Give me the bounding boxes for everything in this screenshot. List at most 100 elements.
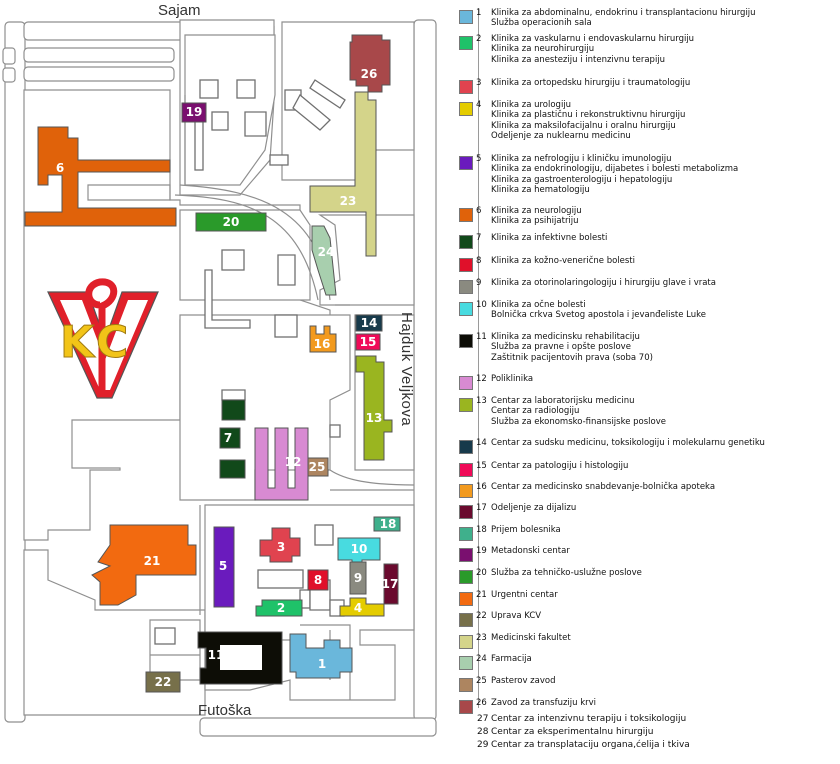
legend-line: Klinika za hematologiju — [491, 184, 590, 195]
legend-swatch-20 — [459, 570, 473, 584]
building-label-24: 24 — [318, 245, 335, 259]
legend-swatch-14 — [459, 440, 473, 454]
legend-line: Poliklinika — [491, 374, 534, 384]
legend-number: 21 — [476, 590, 487, 600]
legend-swatch-3 — [459, 80, 473, 94]
legend-swatch-17 — [459, 505, 473, 519]
street-label-hajduk-veljkova: Hajduk Veljkova — [398, 312, 415, 427]
legend-number: 12 — [476, 374, 487, 384]
legend-line: Medicinski fakultet — [491, 633, 571, 643]
building-label-7: 7 — [224, 431, 232, 445]
building-label-3: 3 — [277, 540, 285, 554]
building-25 — [307, 457, 329, 477]
building-7 — [219, 399, 246, 479]
legend-line: Zaštitnik pacijentovih prava (soba 70) — [491, 352, 653, 363]
legend-line: Klinika za vaskularnu i endovaskularnu h… — [491, 34, 695, 44]
legend-number: 14 — [476, 438, 487, 448]
legend-line: Klinika za neurologiju — [491, 206, 582, 216]
building-label-5: 5 — [219, 559, 227, 573]
building-label-1: 1 — [318, 657, 326, 671]
building-label-23: 23 — [340, 194, 357, 208]
legend-text: Služba za tehničko-uslužne poslove — [491, 568, 642, 578]
building-24 — [311, 225, 337, 296]
legend-number: 28 — [477, 727, 489, 737]
legend-line: Klinika za gastroenterologiju i hepatolo… — [491, 174, 673, 185]
legend-line: Klinika za maksilofacijalnu i oralnu hir… — [491, 120, 676, 131]
building-label-2: 2 — [277, 601, 285, 615]
legend-number: 13 — [476, 396, 487, 406]
legend-text: Klinika za kožno-venerične bolesti — [491, 256, 635, 266]
building-8 — [307, 569, 329, 591]
building-label-13: 13 — [366, 411, 383, 425]
legend-swatch-7 — [459, 235, 473, 249]
legend-line: Služba za tehničko-uslužne poslove — [491, 568, 642, 578]
legend-number: 1 — [476, 8, 482, 18]
legend-text: Poliklinika — [491, 374, 533, 384]
legend-line: Klinika za infektivne bolesti — [491, 233, 608, 243]
building-label-14: 14 — [361, 316, 378, 330]
building-16 — [309, 325, 337, 353]
building-label-15: 15 — [360, 335, 377, 349]
legend-line: Služba za ekonomsko-finansijske poslove — [491, 416, 666, 427]
unlabeled-buildings — [154, 79, 346, 645]
building-19 — [181, 102, 207, 123]
legend-line: Klinika za neurohirurgiju — [491, 44, 595, 55]
legend-line: Centar za patologiju i histologiju — [491, 461, 629, 471]
building-21 — [91, 524, 197, 606]
legend-number: 6 — [476, 206, 482, 216]
legend-number: 4 — [476, 100, 482, 110]
building-22 — [145, 671, 181, 693]
building-2 — [255, 599, 303, 617]
legend-swatch-21 — [459, 592, 473, 606]
building-4 — [339, 597, 385, 617]
legend-text: Centar za sudsku medicinu, toksikologiju… — [491, 438, 765, 448]
legend-line: Klinika za anesteziju i intenzivnu terap… — [491, 54, 666, 65]
legend-number: 23 — [476, 633, 487, 643]
legend-swatch-25 — [459, 678, 473, 692]
building-label-25: 25 — [309, 460, 326, 474]
building-26 — [349, 34, 391, 93]
building-label-12: 12 — [285, 455, 302, 469]
legend-line: Služba operacionih sala — [491, 18, 592, 29]
building-label-4: 4 — [354, 601, 362, 615]
legend-line: Urgentni centar — [491, 590, 558, 600]
legend-line: Odeljenje za nuklearnu medicinu — [491, 130, 631, 141]
building-label-11: 11 — [208, 648, 225, 662]
legend-swatch-15 — [459, 463, 473, 477]
legend-number: 10 — [476, 300, 487, 310]
legend-swatch-16 — [459, 484, 473, 498]
legend-number: 7 — [476, 233, 482, 243]
kc-logo-c: C — [96, 317, 128, 368]
legend-number: 17 — [476, 503, 487, 513]
building-label-9: 9 — [354, 571, 362, 585]
legend-text: Klinika za otorinolaringologiju i hirurg… — [491, 278, 716, 288]
legend-number: 24 — [476, 654, 487, 664]
legend-text: Prijem bolesnika — [491, 525, 561, 535]
legend-number: 22 — [476, 611, 487, 621]
kc-logo: K C — [47, 278, 159, 399]
legend-number: 3 — [476, 78, 482, 88]
legend-number: 25 — [476, 676, 487, 686]
legend-number: 2 — [476, 34, 482, 44]
building-5 — [213, 526, 235, 608]
legend-line: Metadonski centar — [491, 546, 570, 556]
legend-text: Metadonski centar — [491, 546, 570, 556]
legend-line: Prijem bolesnika — [491, 525, 561, 535]
legend-line: Uprava KCV — [491, 611, 542, 621]
legend-number: 8 — [476, 256, 482, 266]
legend-text: Centar za transplataciju organa,ćelija i… — [491, 740, 690, 750]
legend-swatch-26 — [459, 700, 473, 714]
building-13 — [355, 355, 393, 461]
legend-line: Centar za eksperimentalnu hirurgiju — [491, 727, 654, 737]
legend-line: Centar za intenzivnu terapiju i toksikol… — [491, 714, 687, 724]
legend-line: Klinika za endokrinologiju, dijabetes i … — [491, 164, 739, 175]
legend-line: Pasterov zavod — [491, 676, 556, 686]
building-label-16: 16 — [314, 337, 331, 351]
legend-line: Služba za pravne i opšte poslove — [491, 342, 631, 353]
legend-swatch-5 — [459, 156, 473, 170]
legend-line: Klinika za otorinolaringologiju i hirurg… — [491, 278, 716, 288]
legend-text: Klinika za nefrologiju i kliničku imunol… — [491, 154, 738, 195]
legend-swatch-24 — [459, 656, 473, 670]
